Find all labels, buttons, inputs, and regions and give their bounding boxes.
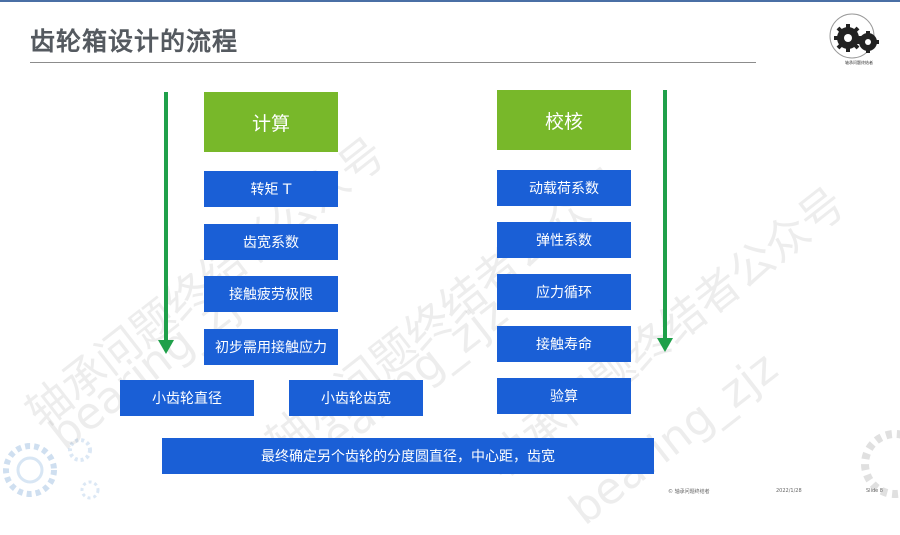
check-step-elasticity-factor: 弹性系数	[497, 222, 631, 258]
top-accent-line	[0, 0, 900, 2]
flow-arrow-down-icon	[158, 92, 174, 354]
footer-date: 2022/1/28	[776, 488, 802, 494]
check-step-verification: 验算	[497, 378, 631, 414]
flow-arrow-down-icon	[657, 90, 673, 352]
verification-header: 校核	[497, 90, 631, 150]
footer-copyright: © 轴承问题终结者	[668, 489, 710, 495]
calc-step-allowable-contact-stress: 初步需用接触应力	[204, 329, 338, 365]
footer-slide-number: Slide 8	[866, 488, 883, 494]
final-result-box: 最终确定另个齿轮的分度圆直径，中心距，齿宽	[162, 438, 654, 474]
output-small-gear-width: 小齿轮齿宽	[289, 380, 423, 416]
calc-step-face-width-factor: 齿宽系数	[204, 224, 338, 260]
calc-step-contact-fatigue-limit: 接触疲劳极限	[204, 276, 338, 312]
check-step-stress-cycles: 应力循环	[497, 274, 631, 310]
logo-caption: 轴承问题终结者	[845, 60, 873, 65]
calc-step-torque: 转矩 T	[204, 171, 338, 207]
gear-logo-icon	[829, 13, 879, 59]
check-step-dynamic-load-factor: 动载荷系数	[497, 170, 631, 206]
calculation-header: 计算	[204, 92, 338, 152]
decorative-gear-icon	[861, 430, 900, 498]
check-step-contact-life: 接触寿命	[497, 326, 631, 362]
output-small-gear-diameter: 小齿轮直径	[120, 380, 254, 416]
title-divider	[30, 62, 756, 63]
decorative-gear-icon	[3, 438, 100, 500]
page-title: 齿轮箱设计的流程	[30, 27, 239, 56]
